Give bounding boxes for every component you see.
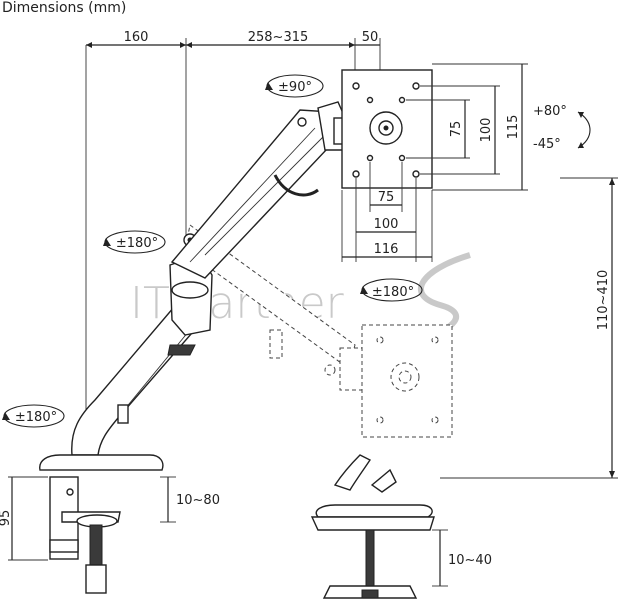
ghost-vesa-plate bbox=[361, 324, 453, 438]
vesa-h-outer: 100 bbox=[374, 217, 399, 232]
rotation-elbow-icon bbox=[103, 230, 166, 254]
plate-swivel-label: ±90° bbox=[278, 80, 312, 95]
rotation-plate-icon bbox=[265, 74, 324, 98]
vesa-v-inner: 75 bbox=[449, 121, 464, 138]
tilt-down-label: -45° bbox=[533, 137, 561, 152]
elbow-swivel-label: ±180° bbox=[116, 236, 158, 251]
height-range-dimension bbox=[440, 177, 618, 479]
clamp-height-label: 95 bbox=[0, 510, 13, 527]
arm-base-dim: 160 bbox=[124, 30, 149, 45]
vesa-v-plate: 115 bbox=[506, 115, 521, 140]
rotation-base-icon bbox=[2, 404, 65, 428]
grommet-base-plate bbox=[315, 504, 433, 518]
vesa-plate bbox=[341, 69, 433, 189]
clamp-base-plate bbox=[39, 454, 164, 471]
desk-clamp-range-label: 10~80 bbox=[176, 493, 220, 508]
vesa-h-plate: 116 bbox=[374, 242, 399, 257]
grommet-range-label: 10~40 bbox=[448, 553, 492, 568]
arm-reach-dim: 258~315 bbox=[248, 30, 309, 45]
plate-offset-dim: 50 bbox=[362, 30, 379, 45]
monitor-arm bbox=[71, 101, 347, 456]
dimensions-heading: Dimensions (mm) bbox=[2, 0, 126, 16]
grommet-mount bbox=[310, 454, 435, 599]
desk-clamp bbox=[39, 454, 164, 594]
vesa-dimension-lines bbox=[341, 63, 528, 262]
tilt-arrow-icon bbox=[577, 111, 591, 149]
top-dimension-lines bbox=[85, 38, 381, 455]
grommet-dimension-lines bbox=[432, 529, 448, 587]
vesa-h-inner: 75 bbox=[378, 190, 395, 205]
rotation-ghost-icon bbox=[360, 278, 423, 302]
clamp-dimension-lines bbox=[8, 476, 176, 561]
ghost-swivel-label: ±180° bbox=[372, 285, 414, 300]
base-swivel-label: ±180° bbox=[15, 410, 57, 425]
height-range-label: 110~410 bbox=[596, 270, 611, 331]
vesa-v-outer: 100 bbox=[479, 118, 494, 143]
upper-arm bbox=[170, 109, 346, 279]
tilt-up-label: +80° bbox=[533, 104, 567, 119]
